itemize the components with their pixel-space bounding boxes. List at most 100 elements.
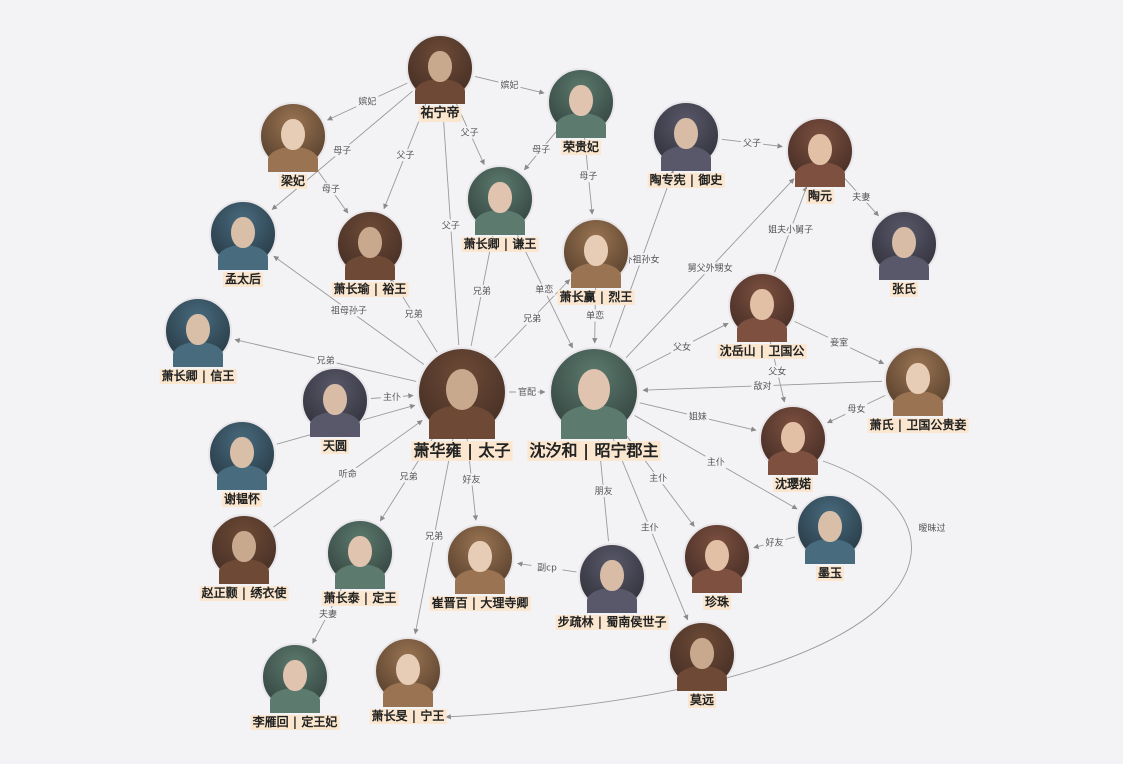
character-name: 梁妃 [278, 174, 308, 189]
character-name: 珍珠 [702, 595, 732, 610]
svg-text:舅父外甥女: 舅父外甥女 [688, 262, 733, 274]
character-name: 张氏 [889, 282, 919, 297]
character-name: 萧长瑜 | 裕王 [331, 282, 409, 297]
svg-text:好友: 好友 [462, 474, 480, 486]
character-portrait [446, 524, 514, 594]
svg-text:妾室: 妾室 [830, 337, 848, 349]
svg-text:听命: 听命 [339, 468, 357, 480]
svg-text:单恋: 单恋 [586, 310, 604, 322]
svg-text:兄弟: 兄弟 [405, 308, 423, 320]
relation-label: 暧昧过 [916, 522, 948, 534]
svg-text:兄弟: 兄弟 [400, 470, 418, 482]
relation-label: 父子 [741, 136, 763, 149]
character-name: 墨玉 [815, 566, 845, 581]
relation-label: 母子 [577, 170, 600, 182]
relation-label: 主仆 [638, 521, 661, 534]
character-portrait [683, 523, 751, 593]
svg-text:暧昧过: 暧昧过 [918, 522, 945, 534]
character-name: 陶专宪 | 御史 [647, 173, 725, 188]
svg-text:姐夫小舅子: 姐夫小舅子 [768, 223, 813, 235]
character-name: 萧长旻 | 宁王 [369, 709, 447, 724]
character-portrait [547, 68, 615, 138]
relation-label: 父子 [394, 149, 417, 162]
character-portrait [326, 519, 394, 589]
relation-label: 母子 [530, 143, 553, 156]
relation-label: 夫妻 [317, 608, 339, 621]
character-name: 萧长卿 | 谦王 [461, 237, 539, 252]
character-portrait [759, 405, 827, 475]
character-portrait [668, 621, 736, 691]
svg-text:姐妹: 姐妹 [689, 411, 707, 423]
svg-text:副cp: 副cp [537, 563, 557, 574]
svg-text:敌对: 敌对 [753, 380, 771, 392]
svg-text:母子: 母子 [333, 145, 351, 156]
svg-text:母子: 母子 [322, 184, 340, 195]
character-name: 李雁回 | 定王妃 [250, 715, 340, 730]
character-portrait [417, 347, 507, 439]
relation-label: 好友 [763, 536, 786, 549]
svg-text:嫔妃: 嫔妃 [358, 96, 376, 108]
character-name: 莫远 [687, 693, 717, 708]
svg-text:母女: 母女 [847, 403, 865, 415]
relation-label: 主仆 [381, 391, 403, 403]
relation-label: 母女 [845, 403, 868, 416]
character-name: 萧长泰 | 定王 [321, 591, 399, 606]
character-portrait [870, 210, 938, 280]
relation-label: 敌对 [751, 379, 774, 392]
character-name: 陶元 [805, 189, 835, 204]
svg-text:父子: 父子 [461, 128, 479, 139]
relation-label: 嫔妃 [498, 78, 521, 91]
relation-label: 兄弟 [314, 354, 337, 367]
relation-label: 兄弟 [470, 285, 493, 298]
character-name: 赵正颢 | 绣衣使 [199, 586, 289, 601]
character-portrait [549, 347, 639, 439]
relation-label: 妾室 [828, 336, 851, 349]
svg-text:父子: 父子 [743, 138, 761, 149]
character-portrait [259, 102, 327, 172]
svg-text:母子: 母子 [532, 145, 550, 156]
character-name: 沈汐和 | 昭宁郡主 [527, 441, 661, 461]
svg-text:夫妻: 夫妻 [319, 608, 337, 620]
character-name: 萧长赢 | 烈王 [557, 290, 635, 305]
character-portrait [578, 543, 646, 613]
svg-text:兄弟: 兄弟 [473, 285, 491, 297]
character-portrait [562, 218, 630, 288]
svg-text:父女: 父女 [673, 341, 691, 353]
character-name: 步疏林 | 蜀南侯世子 [555, 615, 669, 630]
svg-text:兄弟: 兄弟 [425, 530, 443, 542]
character-name: 祐宁帝 [418, 106, 462, 123]
relation-label: 兄弟 [397, 470, 420, 483]
svg-text:好友: 好友 [765, 536, 783, 548]
character-portrait [209, 200, 277, 270]
relation-label: 夫妻 [850, 190, 873, 203]
relation-label: 听命 [336, 467, 359, 480]
svg-text:父子: 父子 [396, 150, 414, 161]
relation-label: 舅父外甥女 [685, 262, 735, 275]
character-portrait [164, 297, 232, 367]
character-portrait [728, 272, 796, 342]
character-portrait [261, 643, 329, 713]
relation-label: 兄弟 [402, 308, 425, 321]
character-name: 萧华雍 | 太子 [411, 441, 513, 461]
svg-text:主仆: 主仆 [707, 456, 725, 468]
character-name: 萧氏 | 卫国公贵妾 [867, 418, 969, 433]
character-portrait [652, 101, 720, 171]
svg-text:父女: 父女 [768, 366, 786, 378]
character-name: 萧长卿 | 信王 [159, 369, 237, 384]
relation-label: 主仆 [647, 472, 670, 485]
character-portrait [374, 637, 442, 707]
character-name: 沈璎婼 [772, 477, 814, 492]
character-name: 天圆 [320, 439, 350, 454]
relation-label: 朋友 [592, 485, 615, 497]
character-name: 孟太后 [222, 272, 264, 287]
svg-text:外祖孙女: 外祖孙女 [623, 253, 659, 265]
character-name: 崔晋百 | 大理寺卿 [429, 596, 531, 611]
relation-label: 外祖孙女 [621, 253, 662, 266]
character-name: 荣贵妃 [560, 140, 602, 155]
relation-label: 母子 [331, 144, 354, 157]
character-portrait [406, 34, 474, 104]
svg-text:兄弟: 兄弟 [523, 313, 541, 325]
relation-label: 父子 [458, 126, 481, 139]
